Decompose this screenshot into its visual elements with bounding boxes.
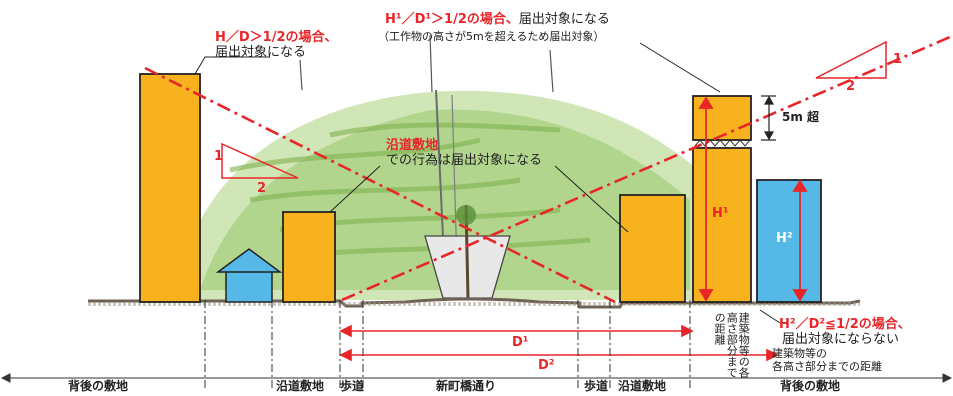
slope-triangle-right [815, 40, 887, 79]
d2-label: D² [538, 358, 555, 373]
zone-back-left: 背後の敷地 [68, 379, 129, 393]
zone-sidewalk-left: 歩道 [340, 379, 365, 393]
top-rule-line2: （工作物の高さが5mを超えるため届出対象） [378, 30, 605, 43]
leader-left-note [194, 56, 270, 75]
building-right-blue [756, 179, 822, 303]
roadside-body: での行為は届出対象になる [386, 153, 543, 168]
ground-line [88, 297, 861, 309]
building-far-left-tall [139, 73, 201, 303]
building-left-roadside [282, 211, 336, 303]
house-small-blue [215, 248, 283, 303]
truss-zigzag [694, 139, 751, 147]
leader-right-note [759, 309, 781, 324]
dist-note-1: 建築物等の各高さ部分までの距離 [713, 312, 751, 378]
street-tree [424, 204, 511, 299]
zone-street: 新町橋通り [436, 379, 497, 393]
over-5m-label: 5m 超 [782, 110, 820, 124]
top-rule-line1: H¹／D¹＞1/2の場合、届出対象になる [385, 12, 610, 28]
structure-rooftop-over-5m [692, 95, 752, 141]
slope-right-run: 2 [846, 79, 856, 94]
left-rule-line1: H／D＞1/2の場合、 [215, 30, 338, 45]
zone-roadside-left: 沿道敷地 [276, 379, 325, 393]
leader-top-note [639, 42, 721, 93]
right-rule-line1: H²／D²≦1/2の場合、 [779, 317, 911, 332]
zone-dividers [204, 300, 691, 390]
dist-note-2-line1: 建築物等の [772, 347, 827, 360]
slope-right-rise: 1 [893, 52, 903, 67]
building-right-tall [692, 147, 752, 303]
sightline-right [341, 35, 951, 302]
slope-left-run: 2 [257, 181, 267, 196]
top-rule-black: 届出対象になる [518, 12, 610, 27]
5m-dimension [761, 95, 776, 141]
right-rule-line2: 届出対象にならない [782, 332, 900, 347]
zone-arrows [0, 373, 953, 383]
zone-roadside-right: 沿道敷地 [618, 379, 667, 393]
left-rule-line2: 届出対象になる [215, 45, 307, 60]
dist-note-2-line2: 各高さ部分までの距離 [772, 360, 882, 373]
zone-back-right: 背後の敷地 [780, 379, 841, 393]
sightline-left [144, 66, 616, 304]
slope-left-rise: 1 [214, 149, 224, 164]
h1-label: H¹ [712, 206, 729, 221]
d2-dimension [339, 348, 779, 362]
d1-dimension [339, 324, 694, 338]
roadside-title: 沿道敷地 [386, 138, 439, 153]
d1-label: D¹ [512, 335, 529, 350]
h1-dimension [698, 96, 714, 302]
leader-roadside-note [329, 165, 629, 233]
top-rule-red: H¹／D¹＞1/2の場合、 [385, 12, 519, 27]
slope-triangle-left [221, 142, 299, 179]
h2-label: H² [776, 231, 793, 246]
zone-sidewalk-right: 歩道 [584, 379, 609, 393]
building-right-roadside [619, 194, 686, 303]
h2-dimension [792, 179, 808, 302]
